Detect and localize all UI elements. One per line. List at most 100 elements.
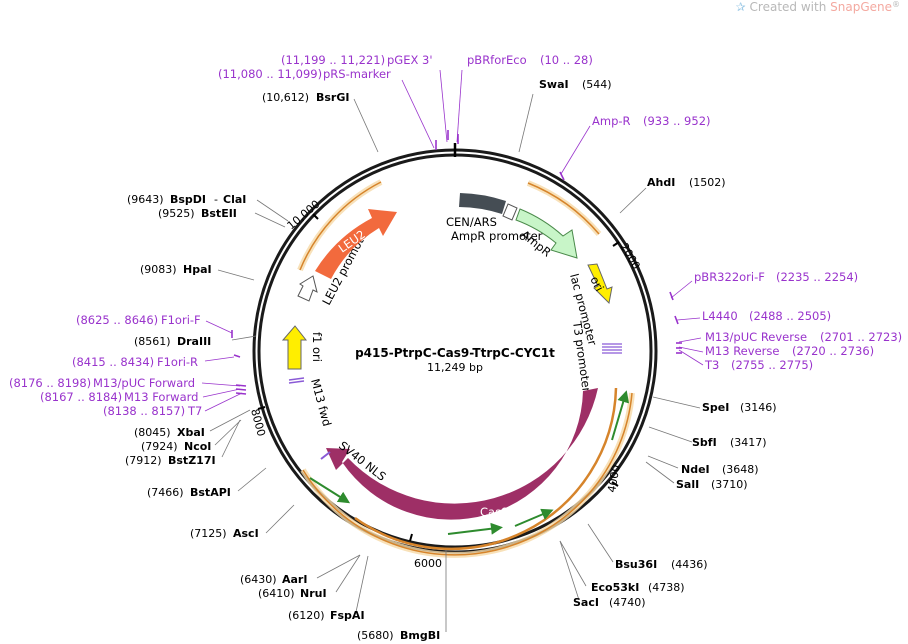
feature-cas9	[326, 388, 598, 520]
label-m13fwd: M13 fwd	[308, 377, 334, 428]
svg-text:(8167 .. 8184): (8167 .. 8184)	[40, 390, 122, 404]
enzyme-draiii: DraIII	[177, 335, 211, 348]
primer-f1orif: F1ori-F	[161, 313, 201, 327]
primer-l4440: L4440	[702, 309, 738, 323]
feature-cenars	[459, 193, 506, 214]
primer-t3: T3	[704, 358, 719, 372]
enzyme-bspdi: BspDI	[170, 193, 206, 206]
enzyme-labels: SwaI (544) AhdI (1502) SpeI (3146) SbfI …	[125, 78, 777, 642]
svg-text:(544): (544)	[582, 78, 612, 91]
label-cas9: Cas9	[480, 505, 508, 519]
label-cenars: CEN/ARS	[446, 215, 497, 229]
snapgene-credit: ✰ Created with SnapGene®	[736, 0, 900, 14]
primer-leaders	[201, 69, 704, 412]
credit-brand: SnapGene	[830, 0, 892, 14]
enzyme-swai: SwaI	[539, 78, 569, 91]
svg-text:(2755 .. 2775): (2755 .. 2775)	[731, 358, 813, 372]
primer-ampr: Amp-R	[592, 114, 631, 128]
svg-text:-: -	[214, 193, 218, 206]
svg-text:(6410): (6410)	[258, 587, 295, 600]
feature-ori	[587, 263, 613, 305]
feature-leu2	[315, 209, 397, 279]
svg-text:(2720 .. 2736): (2720 .. 2736)	[792, 344, 874, 358]
svg-text:(10,612): (10,612)	[262, 91, 309, 104]
enzyme-leaders	[209, 93, 701, 632]
svg-text:(933 .. 952): (933 .. 952)	[643, 114, 711, 128]
svg-text:(6430): (6430)	[240, 573, 277, 586]
enzyme-clai: ClaI	[223, 193, 246, 206]
backbone	[252, 143, 658, 554]
snapgene-logo-icon: ✰	[735, 0, 746, 14]
primer-m13pucfwd: M13/pUC Forward	[93, 376, 195, 390]
enzyme-bsu36i: Bsu36I	[615, 558, 657, 571]
orf-cas9-outer	[354, 387, 618, 551]
enzyme-asci: AscI	[233, 527, 259, 540]
svg-text:(2488 .. 2505): (2488 .. 2505)	[749, 309, 831, 323]
svg-text:(1502): (1502)	[689, 176, 726, 189]
svg-text:(8138 .. 8157): (8138 .. 8157)	[103, 404, 185, 418]
svg-text:(2701 .. 2723): (2701 .. 2723)	[820, 330, 902, 344]
svg-text:(9643): (9643)	[127, 193, 164, 206]
feature-amprpromoter	[502, 203, 518, 221]
svg-text:(10 .. 28): (10 .. 28)	[540, 53, 593, 67]
svg-text:(11,199 .. 11,221): (11,199 .. 11,221)	[281, 53, 385, 67]
primer-pbr322ori: pBR322ori-F	[694, 270, 765, 284]
enzyme-eco53ki: Eco53kI	[591, 581, 639, 594]
enzyme-ncoi: NcoI	[184, 440, 211, 453]
primer-pgex3: pGEX 3'	[387, 53, 433, 67]
svg-text:(7125): (7125)	[190, 527, 227, 540]
primer-m13fwd: M13 Forward	[124, 390, 198, 404]
primer-m13pucrev: M13/pUC Reverse	[705, 330, 807, 344]
credit-text: Created with	[749, 0, 827, 14]
credit-reg: ®	[892, 0, 900, 9]
svg-text:(3648): (3648)	[722, 463, 759, 476]
enzyme-aari: AarI	[282, 573, 307, 586]
enzyme-sbfi: SbfI	[692, 436, 717, 449]
label-ori: ori	[587, 274, 606, 294]
svg-text:(6120): (6120)	[288, 609, 325, 622]
plasmid-size: 11,249 bp	[427, 361, 483, 374]
svg-text:(5680): (5680)	[357, 629, 394, 642]
enzyme-ndei: NdeI	[681, 463, 710, 476]
svg-text:(7912): (7912)	[125, 454, 162, 467]
enzyme-saci: SacI	[573, 596, 599, 609]
feature-f1ori	[281, 325, 308, 370]
primer-marks	[231, 130, 682, 395]
primer-labels: (11,199 .. 11,221) pGEX 3' pBRforEco (10…	[9, 53, 902, 418]
enzyme-bmgbi: BmgBI	[400, 629, 440, 642]
enzyme-hpai: HpaI	[183, 263, 212, 276]
tick-2000: 2000	[617, 241, 642, 272]
primer-t7: T7	[187, 404, 202, 418]
enzyme-fspai: FspAI	[330, 609, 365, 622]
label-amprpromoter: AmpR promoter	[451, 229, 543, 243]
svg-text:(11,080 .. 11,099): (11,080 .. 11,099)	[218, 67, 322, 81]
svg-text:(4740): (4740)	[609, 596, 646, 609]
svg-text:(8045): (8045)	[134, 426, 171, 439]
svg-text:(7924): (7924)	[141, 440, 178, 453]
label-f1ori: f1 ori	[310, 332, 324, 362]
svg-text:(8415 .. 8434): (8415 .. 8434)	[72, 355, 154, 369]
svg-text:(3417): (3417)	[730, 436, 767, 449]
enzyme-spei: SpeI	[702, 401, 729, 414]
enzyme-bsteii: BstEII	[201, 207, 237, 220]
svg-text:(4436): (4436)	[671, 558, 708, 571]
primer-prsmarker: pRS-marker	[323, 67, 391, 81]
svg-text:(8625 .. 8646): (8625 .. 8646)	[76, 313, 158, 327]
enzyme-bstapi: BstAPI	[190, 486, 231, 499]
svg-text:(9525): (9525)	[158, 207, 195, 220]
svg-text:(8176 .. 8198): (8176 .. 8198)	[9, 376, 91, 390]
enzyme-bstz17i: BstZ17I	[168, 454, 216, 467]
primer-m13rev: M13 Reverse	[705, 344, 779, 358]
tick-6000: 6000	[414, 557, 442, 570]
svg-text:(9083): (9083)	[140, 263, 177, 276]
primer-pbrforeco: pBRforEco	[467, 53, 527, 67]
enzyme-ahdi: AhdI	[647, 176, 675, 189]
feature-leu2promoter	[297, 275, 318, 302]
svg-text:(3146): (3146)	[740, 401, 777, 414]
enzyme-bsrgi: BsrGI	[316, 91, 349, 104]
tick-4000: 4000	[605, 464, 623, 494]
svg-text:(2235 .. 2254): (2235 .. 2254)	[776, 270, 858, 284]
svg-text:(4738): (4738)	[648, 581, 685, 594]
feature-ampr	[515, 208, 578, 259]
